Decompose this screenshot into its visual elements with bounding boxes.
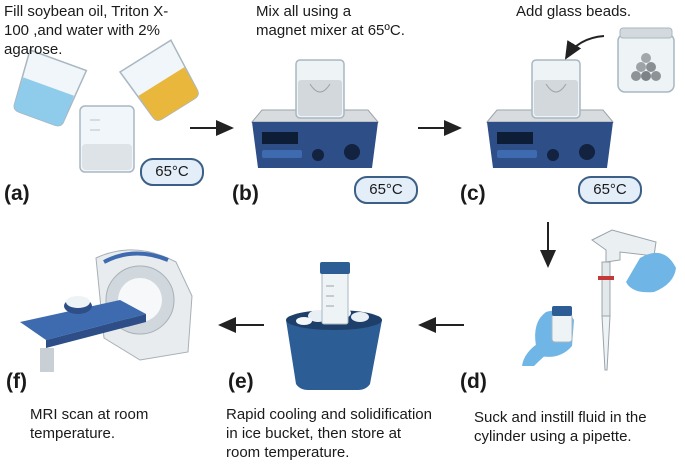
- magnetic-stirrer-icon: [250, 59, 380, 168]
- beakers-icon: [13, 39, 199, 173]
- step-b-description: Mix all using a magnet mixer at 65ºC.: [256, 3, 405, 39]
- pipette-icon: [522, 229, 676, 371]
- mri-scanner-icon: [20, 249, 193, 372]
- temperature-badge-c: 65°C: [578, 176, 642, 204]
- glass-beads-jar-icon: [617, 27, 675, 93]
- ice-bucket-icon: [286, 262, 382, 390]
- step-a-description: Fill soybean oil, Triton X- 100 ,and wat…: [4, 3, 169, 58]
- step-label-f: (f): [6, 370, 27, 393]
- curved-arrow: [564, 35, 605, 60]
- step-f-description: MRI scan at room temperature.: [30, 406, 149, 442]
- step-label-e: (e): [228, 370, 254, 393]
- temperature-badge-a: 65°C: [140, 158, 204, 186]
- step-c-description: Add glass beads.: [516, 3, 632, 20]
- step-d-description: Suck and instill fluid in the cylinder u…: [474, 409, 647, 445]
- magnetic-stirrer-icon: [485, 59, 615, 168]
- step-label-a: (a): [4, 182, 30, 205]
- step-label-b: (b): [232, 182, 259, 205]
- step-e-description: Rapid cooling and solidification in ice …: [226, 406, 432, 461]
- step-label-d: (d): [460, 370, 487, 393]
- temperature-badge-b: 65°C: [354, 176, 418, 204]
- step-label-c: (c): [460, 182, 486, 205]
